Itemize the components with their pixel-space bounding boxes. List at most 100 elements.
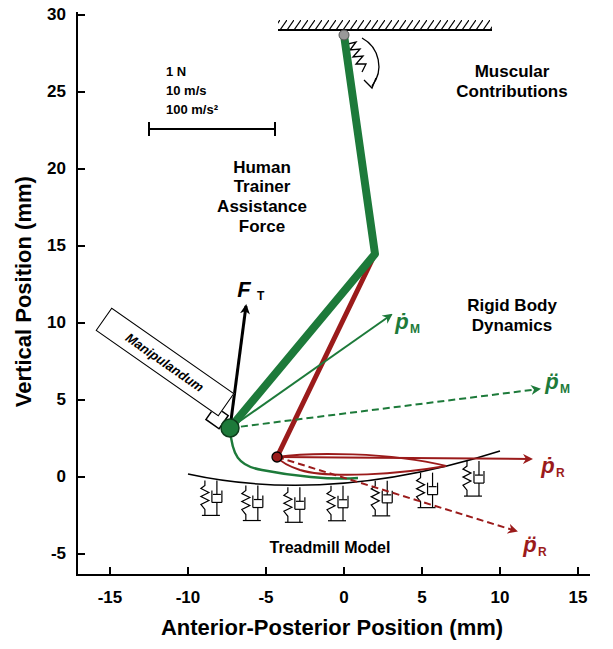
label-text: 10 m/s [166,84,206,99]
label-text: -15 [98,588,123,608]
ceiling [278,20,492,30]
stroke [221,490,222,502]
stroke [387,503,388,516]
force-arrow [230,306,246,428]
stroke [299,487,300,501]
treadmill-belt [188,451,500,485]
label-text: Anterior-Posterior Position (mm) [161,615,503,640]
stroke [342,508,343,521]
stroke [77,245,85,247]
label-text: 20 [47,159,66,179]
node-text: Manipulandum [123,330,207,395]
stroke [432,495,433,508]
hip-joint [339,30,349,40]
acceleration-arrow-green [230,389,539,428]
stroke [202,515,220,516]
acceleration-arrow-red [277,457,516,531]
label-text: 25 [47,82,66,102]
stroke [296,501,304,502]
manipulandum-box: Manipulandum [96,308,235,417]
ankle-red [272,452,282,462]
velocity-arrow-red [277,457,531,459]
leg-red [277,35,375,457]
label-text: 15 [569,588,588,608]
label-text: 15 [47,236,66,256]
stroke [262,496,263,508]
stroke [432,473,433,487]
label-text: 5 [57,390,66,410]
stroke [109,567,111,575]
stroke [464,495,482,496]
stroke [243,520,261,521]
stroke [77,322,85,324]
stroke [499,567,501,575]
stroke [382,491,383,503]
stroke [387,481,388,495]
foot-path-green [230,428,358,479]
label-text: F [237,277,250,302]
label-text: -5 [51,544,66,564]
stroke [328,520,346,521]
stroke [213,494,221,495]
stroke [478,461,479,475]
spring-stroke [284,487,292,522]
stroke [304,497,305,509]
label-text: 1 N [166,65,186,80]
stroke [216,502,217,515]
label-text: 10 [491,588,510,608]
label-text: 0 [57,467,66,487]
label-text: M [560,383,570,397]
stroke [265,567,267,575]
stroke [294,497,295,509]
spring-stroke [327,486,335,521]
stroke [187,567,189,575]
label-text: Muscular Contributions [452,62,572,101]
stroke [343,567,345,575]
stroke [77,553,85,555]
label-text: Treadmill Model [270,539,391,557]
label-text: -5 [258,588,273,608]
label-text: ṗ [395,309,408,334]
stroke [372,515,390,516]
stroke [77,168,85,170]
stroke [347,496,348,508]
spring-stroke [417,473,425,508]
stroke [285,522,303,523]
axes [76,12,590,576]
ankle-green [221,419,239,437]
label-text: Rigid Body Dynamics [462,296,562,335]
stroke [429,486,437,487]
stroke [77,91,85,93]
label-text: R [556,467,565,481]
label-text: p̈ [545,369,558,394]
label-text: 0 [339,588,348,608]
stroke [254,499,262,500]
scale-bar [149,122,275,136]
spring-stroke [242,486,250,521]
label-text: 10 [47,313,66,333]
stroke [383,494,391,495]
spring-stroke [201,480,209,515]
label-text: p̈ [523,532,536,557]
stroke [252,496,253,508]
stroke [577,567,579,575]
stroke [337,496,338,508]
treadmill-springs [201,461,484,522]
label-text: 5 [417,588,426,608]
stroke [483,471,484,483]
stroke [475,474,483,475]
label-text: T [257,290,264,304]
label-text: Vertical Position (mm) [11,176,36,407]
stroke [427,483,428,495]
label-text: -10 [176,588,201,608]
spring-stroke [463,461,471,496]
label-text: 100 m/s² [166,103,218,118]
stroke [421,567,423,575]
stroke [437,483,438,495]
stroke [418,507,436,508]
label-text: M [410,323,420,337]
label-text: R [538,546,547,560]
stroke [211,490,212,502]
label-text: ṗ [541,453,554,478]
